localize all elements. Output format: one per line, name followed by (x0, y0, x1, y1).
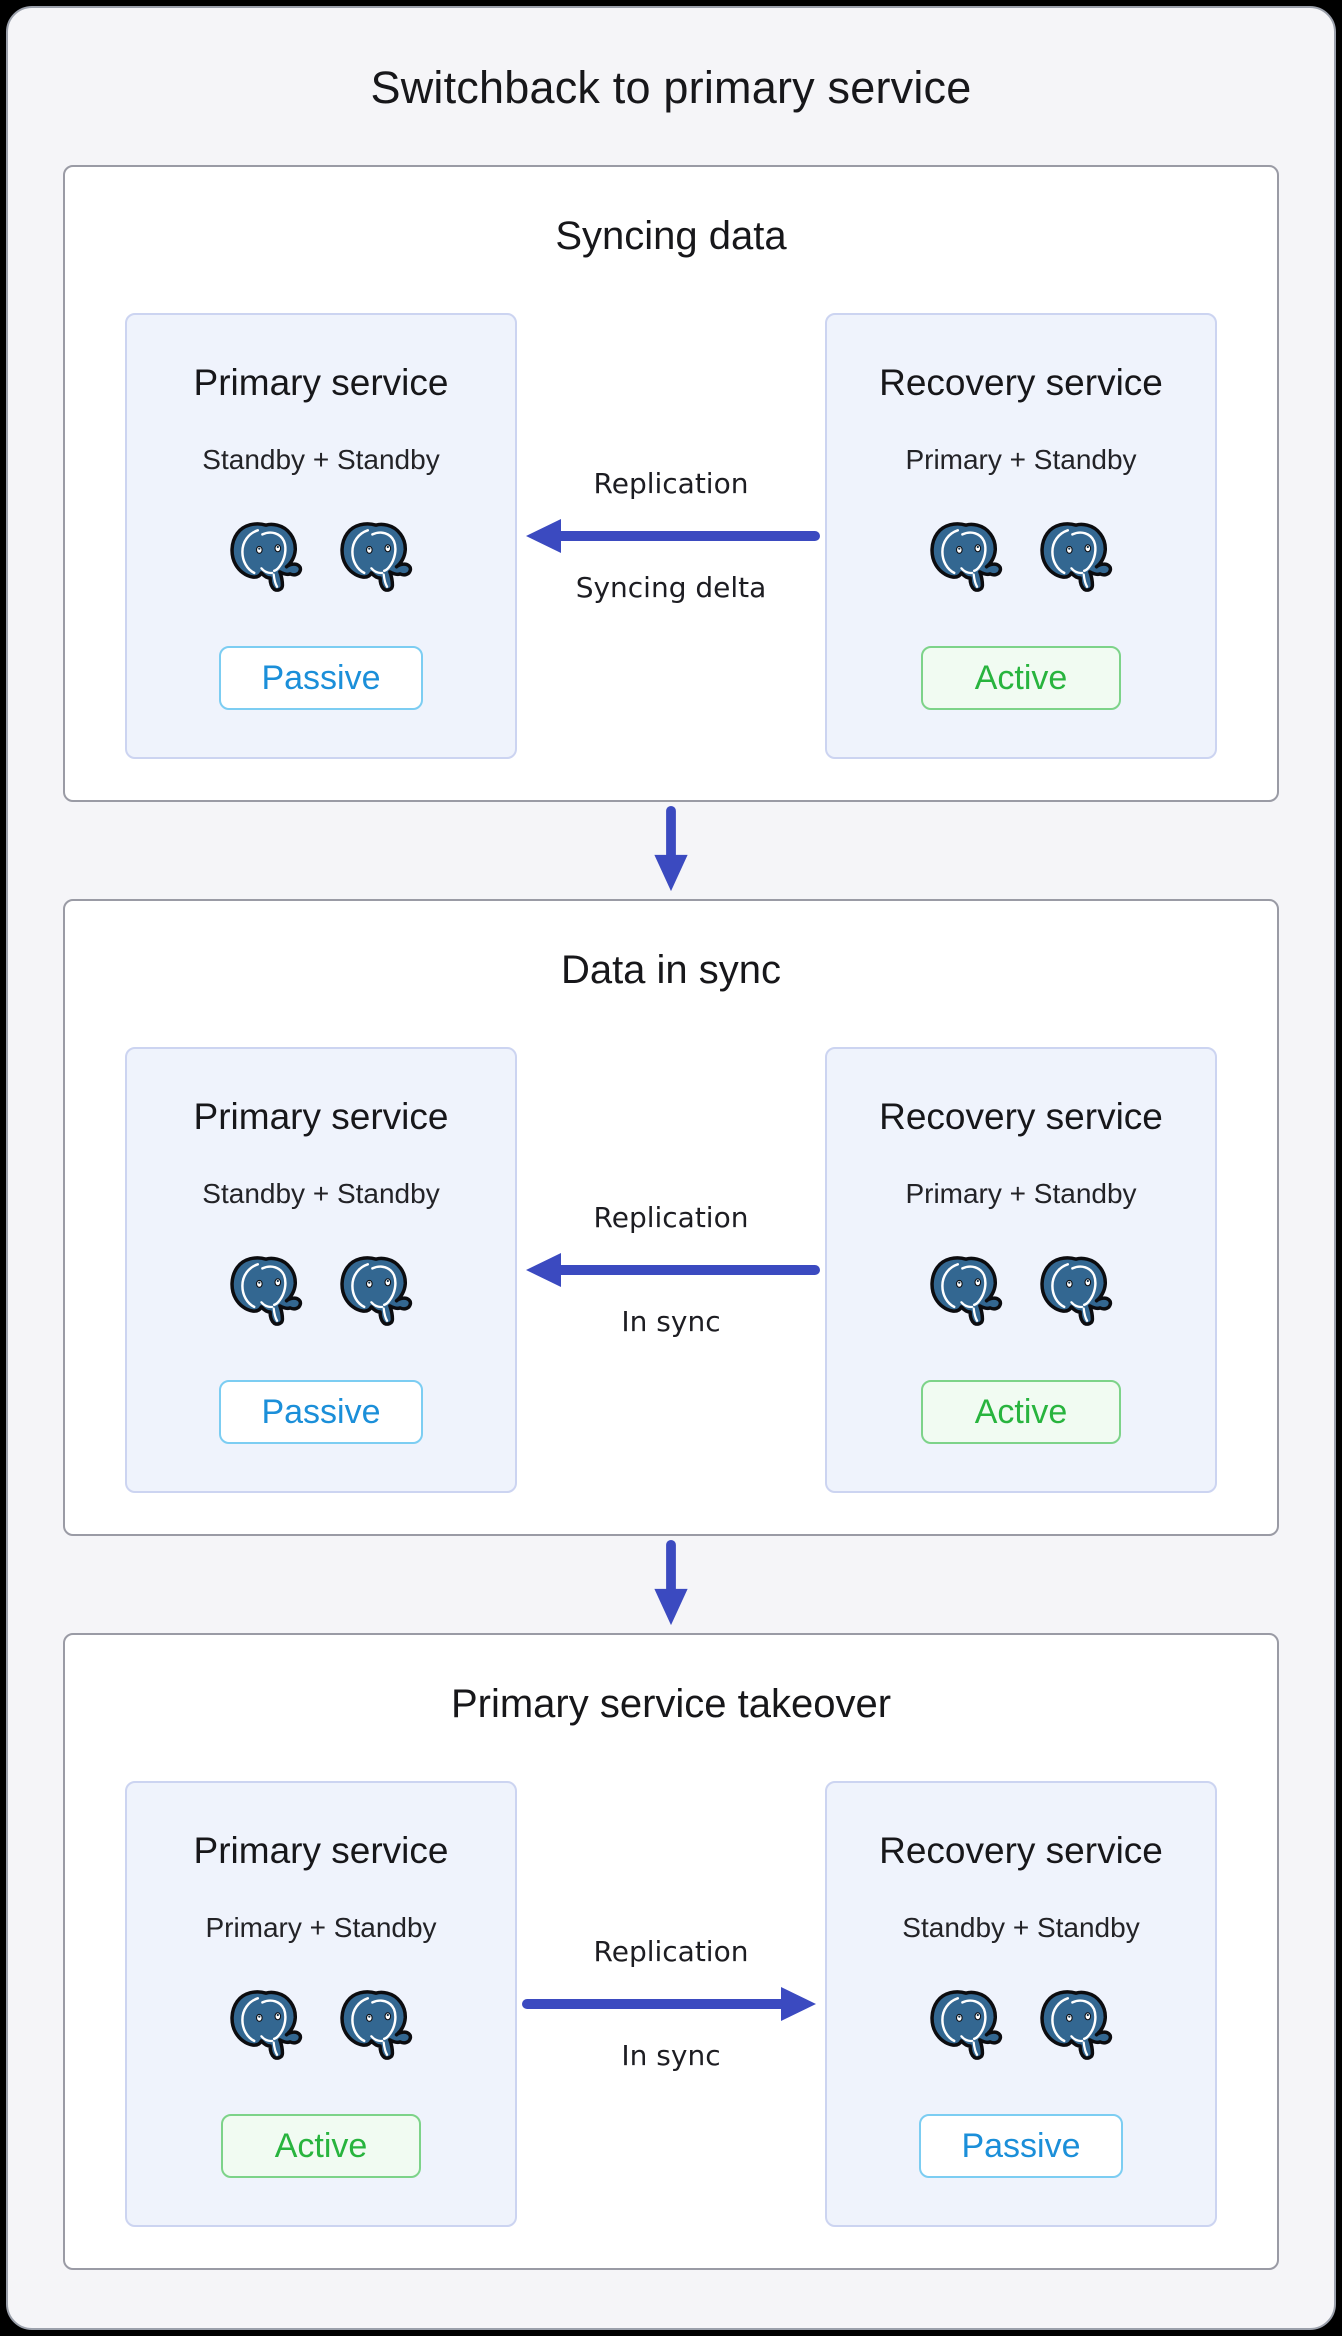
postgresql-elephant-icon (230, 1256, 303, 1326)
primary-service-card: Primary service Primary + Standby Active (125, 1781, 517, 2227)
arrow-label-top: Replication (593, 1201, 749, 1234)
replication-arrow-group: Replication In sync (517, 1047, 825, 1493)
status-badge: Passive (219, 646, 423, 710)
service-composition: Standby + Standby (202, 444, 440, 475)
service-title: Primary service (193, 1096, 449, 1137)
service-composition: Standby + Standby (202, 1178, 440, 1209)
service-title: Recovery service (879, 1096, 1163, 1137)
recovery-service-card: Recovery service Primary + Standby Activ… (825, 313, 1217, 759)
database-icons (227, 1255, 415, 1327)
postgresql-elephant-icon (1040, 522, 1113, 592)
service-composition: Primary + Standby (905, 444, 1137, 475)
status-badge: Active (921, 646, 1121, 710)
service-title: Recovery service (879, 1830, 1163, 1871)
postgresql-elephant-icon (340, 1990, 413, 2060)
arrow-label-top: Replication (593, 1935, 749, 1968)
postgresql-elephant-icon (340, 522, 413, 592)
database-icons (227, 1989, 415, 2061)
status-badge: Active (921, 1380, 1121, 1444)
database-icons (927, 1255, 1115, 1327)
recovery-service-card: Recovery service Primary + Standby Activ… (825, 1047, 1217, 1493)
service-title: Recovery service (879, 362, 1163, 403)
postgresql-elephant-icon (230, 522, 303, 592)
service-composition: Standby + Standby (902, 1912, 1140, 1943)
stage-row: Primary service Standby + Standby Passiv… (125, 1047, 1217, 1493)
replication-arrow-left-icon (521, 514, 821, 558)
replication-arrow-group: Replication In sync (517, 1781, 825, 2227)
postgresql-elephant-icon (230, 1990, 303, 2060)
arrow-label-bottom: In sync (621, 1305, 721, 1338)
postgresql-elephant-icon (930, 522, 1003, 592)
database-icons (227, 521, 415, 593)
service-title: Primary service (193, 362, 449, 403)
postgresql-elephant-icon (1040, 1256, 1113, 1326)
stage-row: Primary service Primary + Standby Active… (125, 1781, 1217, 2227)
service-composition: Primary + Standby (905, 1178, 1137, 1209)
stage-data-in-sync: Data in sync Primary service Standby + S… (63, 899, 1279, 1536)
down-arrow-icon (649, 806, 693, 896)
primary-service-card: Primary service Standby + Standby Passiv… (125, 1047, 517, 1493)
database-icons (927, 521, 1115, 593)
status-badge: Active (221, 2114, 421, 2178)
replication-arrow-group: Replication Syncing delta (517, 313, 825, 759)
service-title: Primary service (193, 1830, 449, 1871)
down-arrow-icon (649, 1540, 693, 1630)
diagram-canvas: Switchback to primary service Syncing da… (6, 6, 1336, 2330)
postgresql-elephant-icon (930, 1256, 1003, 1326)
arrow-label-bottom: Syncing delta (575, 571, 767, 604)
stage-title: Syncing data (555, 214, 787, 258)
stage-title: Primary service takeover (450, 1682, 892, 1726)
arrow-label-top: Replication (593, 467, 749, 500)
stage-row: Primary service Standby + Standby Passiv… (125, 313, 1217, 759)
service-composition: Primary + Standby (205, 1912, 437, 1943)
replication-arrow-left-icon (521, 1248, 821, 1292)
primary-service-card: Primary service Standby + Standby Passiv… (125, 313, 517, 759)
database-icons (927, 1989, 1115, 2061)
flow-connector (8, 802, 1334, 899)
postgresql-elephant-icon (930, 1990, 1003, 2060)
arrow-label-bottom: In sync (621, 2039, 721, 2072)
status-badge: Passive (919, 2114, 1123, 2178)
recovery-service-card: Recovery service Standby + Standby Passi… (825, 1781, 1217, 2227)
postgresql-elephant-icon (340, 1256, 413, 1326)
stage-syncing-data: Syncing data Primary service Standby + S… (63, 165, 1279, 802)
stage-primary-service-takeover: Primary service takeover Primary service… (63, 1633, 1279, 2270)
diagram-title: Switchback to primary service (370, 62, 972, 113)
flow-connector (8, 1536, 1334, 1633)
stage-title: Data in sync (560, 948, 782, 992)
postgresql-elephant-icon (1040, 1990, 1113, 2060)
replication-arrow-right-icon (521, 1982, 821, 2026)
status-badge: Passive (219, 1380, 423, 1444)
